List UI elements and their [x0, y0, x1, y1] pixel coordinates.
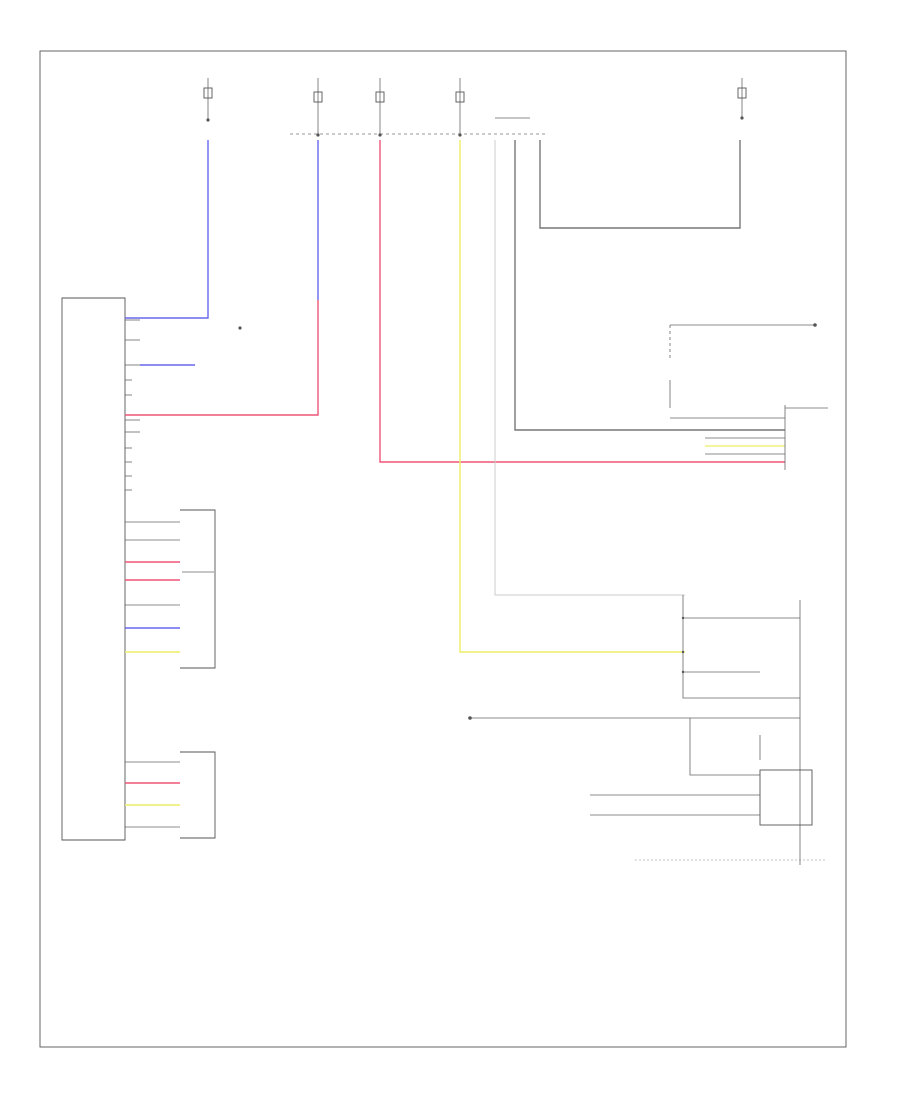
fuse-1 — [203, 78, 213, 120]
wire-yellow-1 — [459, 140, 685, 653]
control-module — [470, 595, 825, 865]
ground-symbol-right — [669, 324, 815, 408]
wire-black-1 — [514, 140, 785, 431]
wire-white-1 — [494, 140, 685, 596]
wire-red-2 — [379, 140, 785, 463]
wire-black-2 — [539, 140, 741, 229]
connector-block-2 — [125, 751, 216, 839]
fuse-4 — [455, 78, 465, 135]
wire-red-1 — [125, 300, 319, 416]
ecu-pins — [125, 319, 140, 491]
connector-block-1 — [125, 509, 216, 669]
ecu-unit — [61, 297, 126, 841]
diagram-border — [39, 50, 847, 1048]
sensor-connector — [670, 405, 828, 470]
wire-blue-1 — [125, 140, 209, 319]
fuse-5 — [737, 78, 747, 118]
fuse-group-top — [203, 78, 747, 135]
fuse-2 — [313, 78, 323, 135]
connector-dots — [206, 116, 817, 720]
wires — [125, 140, 785, 653]
fuse-3 — [375, 78, 385, 135]
